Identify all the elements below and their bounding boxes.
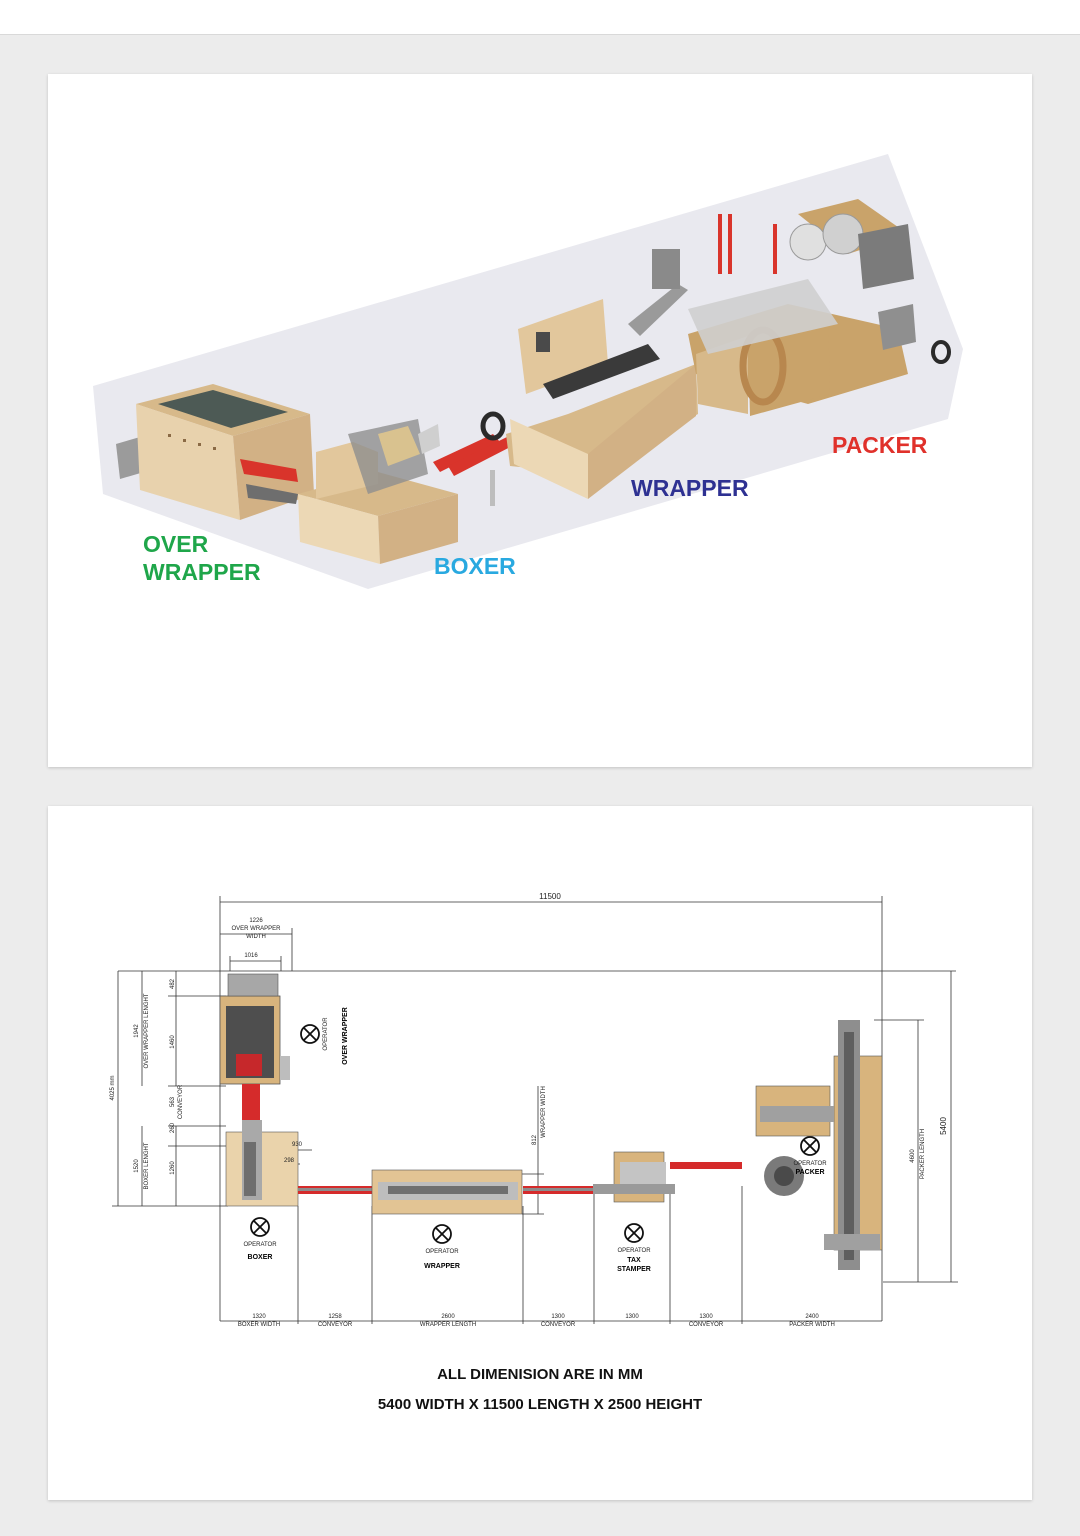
bottom-dim-label: PACKER WIDTH — [789, 1322, 835, 1328]
dim-inner-width: 1016 — [244, 953, 258, 959]
dim-1260: 1260 — [170, 1161, 176, 1175]
dim-boxer-length-value: 1520 — [134, 1159, 140, 1173]
dim-ow-width-label2: WIDTH — [246, 934, 266, 940]
station-over-wrapper: OVER WRAPPER — [342, 1007, 349, 1065]
dim-packer-length-value: 4600 — [910, 1149, 916, 1163]
bottom-dim-label: WRAPPER LENGTH — [420, 1322, 476, 1328]
label-wrapper: WRAPPER — [631, 475, 749, 501]
packer-machine — [688, 199, 951, 416]
dim-boxer-length-label: BOXER LENGHT — [144, 1142, 150, 1189]
dim-packer-length-label: PACKER LENGTH — [920, 1129, 926, 1179]
bottom-dim-value: 2600 — [441, 1314, 455, 1320]
dim-left-total: 4025 mm — [110, 1075, 116, 1100]
viewer-top-bar — [0, 0, 1080, 35]
boxer-machine — [298, 419, 500, 564]
dim-ow-width-label1: OVER WRAPPER — [231, 926, 281, 932]
plan-packer — [755, 1020, 883, 1270]
operator-text: OPERATOR — [425, 1249, 459, 1255]
operator-text: OPERATOR — [793, 1161, 827, 1167]
document-page-illustration: OVER WRAPPER BOXER WRAPPER PACKER — [48, 74, 1032, 767]
wrapper-machine — [480, 249, 698, 499]
bottom-dim-value: 1320 — [252, 1314, 266, 1320]
note-overall-size: 5400 WIDTH X 11500 LENGTH X 2500 HEIGHT — [377, 1396, 703, 1413]
dim-conveyor-label: CONVEYOR — [178, 1084, 184, 1119]
label-over-wrapper-line1: OVER — [143, 531, 209, 557]
dim-wrapper-width-label: WRAPPER WIDTH — [541, 1086, 547, 1138]
plan-over-wrapper — [219, 973, 290, 1085]
dim-overall-width: 5400 — [939, 1117, 948, 1135]
dim-260: 260 — [170, 1122, 176, 1133]
bottom-dim-label: CONVEYOR — [689, 1322, 724, 1328]
note-units: ALL DIMENISION ARE IN MM — [437, 1366, 643, 1383]
operator-text: OPERATOR — [323, 1017, 329, 1051]
label-packer: PACKER — [832, 432, 928, 458]
label-boxer: BOXER — [434, 553, 516, 579]
dim-overall-length: 11500 — [539, 892, 561, 901]
dim-wrapper-width-value: 812 — [532, 1134, 538, 1145]
station-wrapper: WRAPPER — [424, 1263, 460, 1270]
bottom-dim-value: 1300 — [625, 1314, 639, 1320]
bottom-dim-value: 1258 — [328, 1314, 342, 1320]
dim-conveyor-value: 563 — [170, 1096, 176, 1107]
dim-ow-width-value: 1226 — [249, 918, 263, 924]
over-wrapper-machine — [116, 384, 314, 520]
plan-tax-stamper — [593, 1151, 675, 1203]
dim-ow-length-label: OVER WRAPPER LENGHT — [144, 993, 150, 1068]
label-over-wrapper-line2: WRAPPER — [143, 559, 261, 585]
bottom-dim-value: 1300 — [551, 1314, 565, 1320]
station-tax-stamper-line1: TAX — [627, 1257, 641, 1264]
machine-line-illustration: OVER WRAPPER BOXER WRAPPER PACKER — [93, 154, 963, 589]
plan-conveyor-3 — [670, 1162, 742, 1169]
operator-text: OPERATOR — [617, 1248, 651, 1254]
conveyor-boxer-wrapper — [448, 434, 520, 476]
dim-ow-length-value: 1942 — [134, 1024, 140, 1038]
bottom-dim-label: CONVEYOR — [541, 1322, 576, 1328]
dim-482: 482 — [170, 978, 176, 989]
bottom-dim-value: 1300 — [699, 1314, 713, 1320]
operator-text: OPERATOR — [243, 1242, 277, 1248]
bottom-dim-label: CONVEYOR — [318, 1322, 353, 1328]
plan-conveyor-vertical — [242, 1084, 260, 1124]
dim-1460: 1460 — [170, 1035, 176, 1049]
station-tax-stamper-line2: STAMPER — [617, 1266, 651, 1273]
dim-298: 298 — [284, 1158, 295, 1164]
station-boxer: BOXER — [248, 1254, 273, 1261]
bottom-dim-value: 2400 — [805, 1314, 819, 1320]
layout-drawing: 11500 5400 4025 mm 1226 OVER WRAPPER WID… — [110, 892, 958, 1328]
document-page-layout-drawing: 11500 5400 4025 mm 1226 OVER WRAPPER WID… — [48, 806, 1032, 1500]
dim-930: 930 — [292, 1142, 303, 1148]
bottom-dim-label: BOXER WIDTH — [238, 1322, 280, 1328]
station-packer: PACKER — [795, 1169, 824, 1176]
plan-boxer — [225, 1120, 299, 1207]
plan-wrapper — [371, 1169, 523, 1215]
operator-markers — [250, 1024, 820, 1244]
